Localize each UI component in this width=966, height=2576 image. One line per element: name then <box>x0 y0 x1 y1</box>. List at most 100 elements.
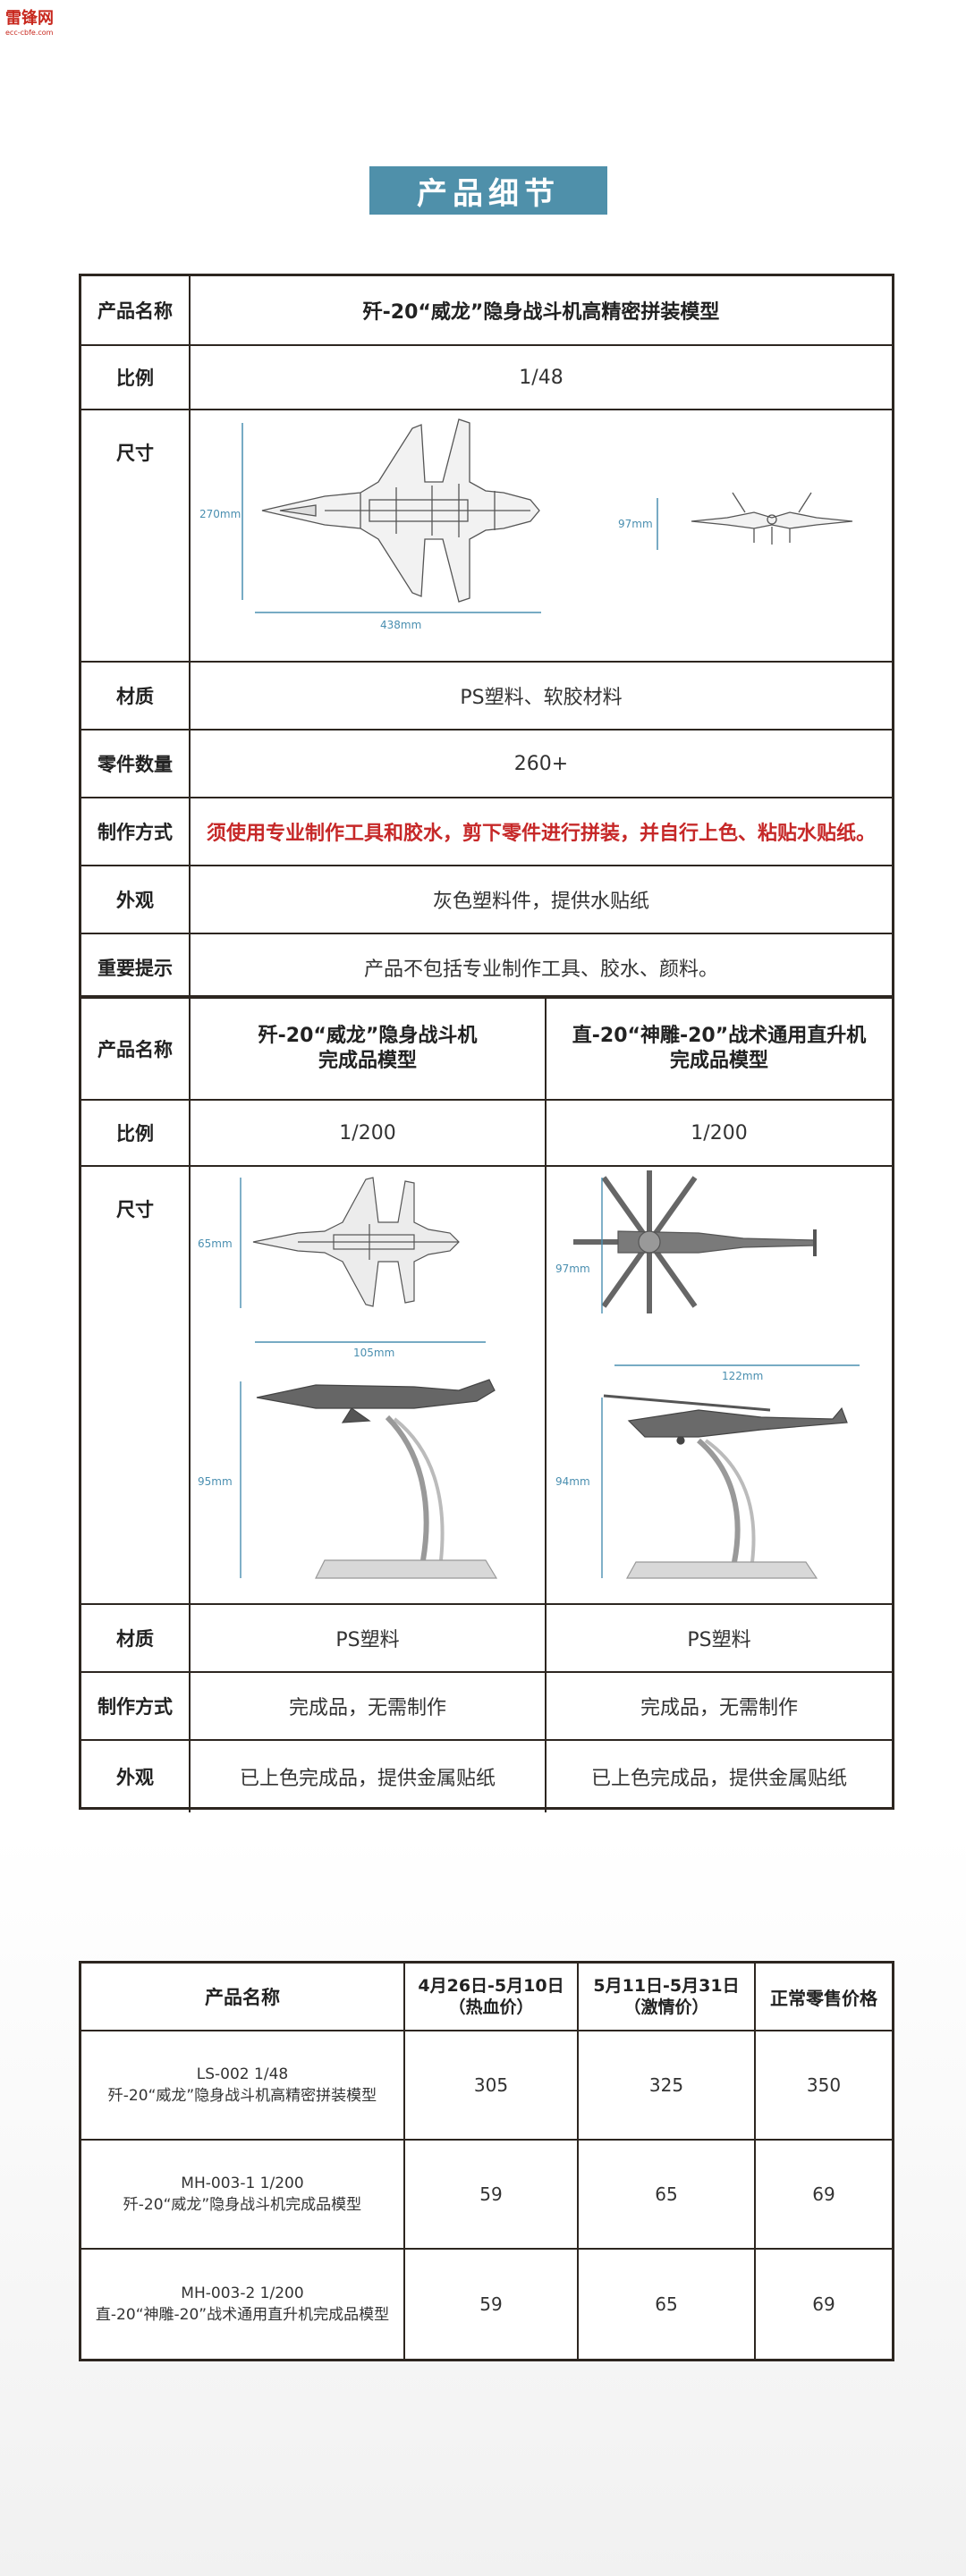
product-code: LS-002 1/48 <box>196 2065 289 2083</box>
dim-height: 270mm <box>199 508 241 520</box>
dim-length: 438mm <box>380 619 421 631</box>
heli-scale-value: 1/200 <box>691 1121 748 1144</box>
heli-dim-stand-height: 94mm <box>555 1475 590 1488</box>
jet-finished-top-icon <box>252 1177 460 1307</box>
table-row: 产品名称 歼-20“威龙”隐身战斗机高精密拼装模型 <box>81 276 892 346</box>
jet-dim-length: 105mm <box>353 1347 394 1359</box>
price-retail: 350 <box>806 2074 842 2096</box>
product-name-value: 歼-20“威龙”隐身战斗机高精密拼装模型 <box>362 301 720 324</box>
product-code: MH-003-1 1/200 <box>181 2175 304 2192</box>
price-period1: 59 <box>405 2141 579 2248</box>
header-price-period2: 5月11日-5月31日 （激情价） <box>579 1964 756 2030</box>
product-desc: 直-20“神雕-20”战术通用直升机完成品模型 <box>95 2306 390 2324</box>
header-period2-label: （激情价） <box>623 1997 709 2017</box>
header-period1-label: （热血价） <box>448 1997 534 2017</box>
row-label: 产品名称 <box>81 276 191 344</box>
row-label: 制作方式 <box>81 1673 191 1739</box>
price-period2: 65 <box>579 2250 756 2359</box>
table-row: 比例 1/200 1/200 <box>81 1101 892 1167</box>
appearance-value: 灰色塑料件，提供水贴纸 <box>432 891 649 913</box>
jet-appearance-value: 已上色完成品，提供金属贴纸 <box>191 1741 547 1812</box>
price-period2: 65 <box>579 2141 756 2248</box>
product-cell: LS-002 1/48 歼-20“威龙”隐身战斗机高精密拼装模型 <box>81 2031 405 2139</box>
assembly-method-value: 须使用专业制作工具和胶水，剪下零件进行拼装，并自行上色、粘贴水贴纸。 <box>206 823 876 845</box>
product-desc: 歼-20“威龙”隐身战斗机高精密拼装模型 <box>107 2087 377 2105</box>
heli-name-line2: 完成品模型 <box>669 1050 768 1072</box>
scale-value: 1/48 <box>519 366 564 389</box>
price-row: MH-003-1 1/200 歼-20“威龙”隐身战斗机完成品模型 59 65 … <box>81 2141 892 2250</box>
price-header-row: 产品名称 4月26日-5月10日 （热血价） 5月11日-5月31日 （激情价）… <box>81 1964 892 2031</box>
material-value: PS塑料、软胶材料 <box>460 687 623 709</box>
row-label: 材质 <box>81 1605 191 1671</box>
product-cell: MH-003-1 1/200 歼-20“威龙”隐身战斗机完成品模型 <box>81 2141 405 2248</box>
finished-model-table: 产品名称 歼-20“威龙”隐身战斗机 完成品模型 直-20“神雕-20”战术通用… <box>79 996 894 1812</box>
table-row: 产品名称 歼-20“威龙”隐身战斗机 完成品模型 直-20“神雕-20”战术通用… <box>81 999 892 1101</box>
jet-material-value: PS塑料 <box>191 1605 547 1671</box>
header-product-name: 产品名称 <box>81 1964 405 2030</box>
row-label: 零件数量 <box>81 731 191 797</box>
heli-appearance-value: 已上色完成品，提供金属贴纸 <box>590 1768 847 1790</box>
row-label: 制作方式 <box>81 798 191 865</box>
parts-count-value: 260+ <box>513 752 569 775</box>
price-table: 产品名称 4月26日-5月10日 （热血价） 5月11日-5月31日 （激情价）… <box>79 1961 894 2361</box>
table-row: 重要提示 产品不包括专业制作工具、胶水、颜料。 <box>81 934 892 1001</box>
table-row: 尺寸 270mm 438mm <box>81 410 892 663</box>
jet-top-view-drawing: 270mm 438mm 97mm <box>199 418 853 631</box>
kit-spec-table: 产品名称 歼-20“威龙”隐身战斗机高精密拼装模型 比例 1/48 尺寸 <box>79 274 894 1001</box>
table-row: 尺寸 65mm 105mm <box>81 1167 892 1605</box>
table-row: 材质 PS塑料 PS塑料 <box>81 1605 892 1673</box>
header-period1-dates: 4月26日-5月10日 <box>418 1976 564 1996</box>
header-retail-label: 正常零售价格 <box>770 1987 877 2009</box>
jet-product-name: 歼-20“威龙”隐身战斗机 完成品模型 <box>191 999 547 1099</box>
row-label: 尺寸 <box>81 1167 191 1603</box>
product-desc: 歼-20“威龙”隐身战斗机完成品模型 <box>123 2196 362 2214</box>
row-label: 尺寸 <box>81 410 191 661</box>
product-code: MH-003-2 1/200 <box>181 2285 304 2302</box>
row-label: 比例 <box>81 346 191 409</box>
banner-title: 产品细节 <box>417 175 560 212</box>
price-row: MH-003-2 1/200 直-20“神雕-20”战术通用直升机完成品模型 5… <box>81 2250 892 2359</box>
price-period1: 305 <box>405 2031 579 2139</box>
price-retail: 69 <box>812 2293 835 2315</box>
jet-top-view-icon <box>261 418 540 603</box>
jet-scale-value: 1/200 <box>191 1101 547 1165</box>
heli-finished-drawing: 97mm 122mm 94mm <box>555 1170 860 1579</box>
jet-method-value: 完成品，无需制作 <box>191 1673 547 1739</box>
row-label: 重要提示 <box>81 934 191 1001</box>
section-banner: 产品细节 <box>369 166 607 215</box>
logo-text: 雷锋网 <box>5 9 54 28</box>
site-logo: 雷锋网 ecc-cbfe.com <box>5 9 68 43</box>
table-row: 制作方式 完成品，无需制作 完成品，无需制作 <box>81 1673 892 1741</box>
heli-dim-length: 122mm <box>722 1370 763 1382</box>
table-row: 外观 已上色完成品，提供金属贴纸 已上色完成品，提供金属贴纸 <box>81 1741 892 1812</box>
important-note-value: 产品不包括专业制作工具、胶水、颜料。 <box>363 959 718 981</box>
table-row: 材质 PS塑料、软胶材料 <box>81 663 892 731</box>
header-period2-dates: 5月11日-5月31日 <box>593 1976 740 1996</box>
header-price-period1: 4月26日-5月10日 （热血价） <box>405 1964 579 2030</box>
heli-material-value: PS塑料 <box>687 1629 751 1651</box>
price-row: LS-002 1/48 歼-20“威龙”隐身战斗机高精密拼装模型 305 325… <box>81 2031 892 2141</box>
row-label: 比例 <box>81 1101 191 1165</box>
jet-name-line2: 完成品模型 <box>318 1050 417 1072</box>
jet-dim-height: 65mm <box>198 1237 233 1250</box>
heli-on-stand-icon <box>603 1394 848 1579</box>
jet-name-line1: 歼-20“威龙”隐身战斗机 <box>258 1025 478 1047</box>
heli-top-view-icon <box>573 1170 817 1313</box>
heli-dimension-drawings: 97mm 122mm 94mm <box>547 1167 892 1603</box>
table-row: 零件数量 260+ <box>81 731 892 798</box>
heli-name-line1: 直-20“神雕-20”战术通用直升机 <box>572 1025 867 1047</box>
table-row: 制作方式 须使用专业制作工具和胶水，剪下零件进行拼装，并自行上色、粘贴水贴纸。 <box>81 798 892 866</box>
row-label: 外观 <box>81 866 191 933</box>
header-product-name-label: 产品名称 <box>205 1987 280 2008</box>
row-label: 外观 <box>81 1741 191 1812</box>
product-cell: MH-003-2 1/200 直-20“神雕-20”战术通用直升机完成品模型 <box>81 2250 405 2359</box>
jet-dimension-drawings: 65mm 105mm 95mm <box>191 1167 547 1603</box>
dim-front-height: 97mm <box>618 518 653 530</box>
price-retail: 69 <box>812 2183 835 2205</box>
heli-dim-height: 97mm <box>555 1263 590 1275</box>
jet-front-view-icon <box>691 492 853 545</box>
heli-method-value: 完成品，无需制作 <box>640 1697 798 1719</box>
table-row: 外观 灰色塑料件，提供水贴纸 <box>81 866 892 934</box>
heli-product-name: 直-20“神雕-20”战术通用直升机 完成品模型 <box>547 999 892 1099</box>
price-period1: 59 <box>405 2250 579 2359</box>
